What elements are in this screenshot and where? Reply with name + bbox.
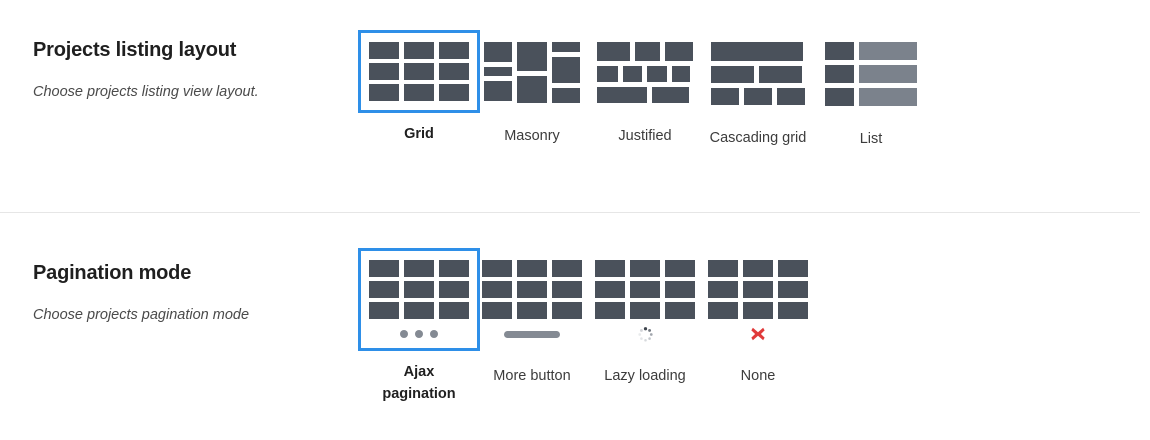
cascading-grid-layout-icon xyxy=(700,30,816,117)
layout-option-list[interactable]: List xyxy=(815,30,927,150)
layout-option-cascading-grid-label: Cascading grid xyxy=(709,130,807,146)
projects-listing-layout-options: Grid xyxy=(320,0,928,150)
pagination-option-lazy-loading-thumb xyxy=(589,248,701,355)
lazy-loading-indicator xyxy=(595,325,695,343)
pagination-option-none-thumb xyxy=(702,248,814,355)
pagination-option-more-button-label: More button xyxy=(493,368,571,384)
more-button-icon xyxy=(471,248,593,355)
pagination-option-lazy-loading[interactable]: Lazy loading xyxy=(589,248,701,387)
masonry-layout-icon xyxy=(473,30,591,115)
projects-listing-layout-subtitle: Choose projects listing view layout. xyxy=(33,84,259,100)
layout-option-cascading-grid[interactable]: Cascading grid xyxy=(702,30,814,149)
layout-option-grid[interactable]: Grid xyxy=(358,30,480,145)
pagination-mode-title: Pagination mode xyxy=(33,262,192,284)
three-dots-icon xyxy=(400,330,438,338)
red-cross-icon xyxy=(751,327,765,341)
projects-listing-layout-title: Projects listing layout xyxy=(33,39,237,61)
pagination-option-lazy-loading-label: Lazy loading xyxy=(604,368,686,384)
none-pagination-indicator xyxy=(708,325,808,343)
layout-option-justified-thumb xyxy=(589,30,701,115)
layout-option-grid-label: Grid xyxy=(404,126,434,142)
pagination-option-ajax[interactable]: Ajax pagination xyxy=(358,248,480,405)
justified-layout-icon xyxy=(586,30,704,115)
pagination-mode-subtitle: Choose projects pagination mode xyxy=(33,307,250,323)
pagination-option-ajax-label: Ajax pagination xyxy=(382,364,456,402)
grid-layout-icon xyxy=(358,30,480,113)
list-layout-icon xyxy=(814,30,928,118)
layout-option-justified[interactable]: Justified xyxy=(589,30,701,147)
pagination-option-ajax-thumb xyxy=(358,248,480,351)
pagination-mode-options: Ajax pagination Mo xyxy=(320,0,815,405)
projects-listing-layout-section: Projects listing layout Choose projects … xyxy=(0,0,1150,212)
more-button-indicator xyxy=(482,325,582,343)
pagination-option-none[interactable]: None xyxy=(702,248,814,387)
lazy-loading-icon xyxy=(584,248,706,355)
ajax-pagination-icon xyxy=(358,248,480,351)
layout-option-list-label: List xyxy=(859,131,883,147)
layout-option-masonry-thumb xyxy=(476,30,588,115)
ajax-pagination-indicator xyxy=(369,325,469,343)
layout-option-cascading-grid-thumb xyxy=(702,30,814,117)
pagination-option-more-button-thumb xyxy=(476,248,588,355)
pill-bar-icon xyxy=(504,330,560,338)
layout-option-justified-label: Justified xyxy=(618,128,672,144)
pagination-option-more-button[interactable]: More button xyxy=(476,248,588,387)
projects-listing-layout-description-column: Projects listing layout Choose projects … xyxy=(0,0,320,102)
layout-option-grid-thumb xyxy=(358,30,480,113)
layout-option-masonry[interactable]: Masonry xyxy=(476,30,588,147)
pagination-mode-description-column: Pagination mode Choose projects paginati… xyxy=(0,0,320,325)
layout-option-masonry-label: Masonry xyxy=(504,128,560,144)
pagination-option-none-label: None xyxy=(740,368,776,384)
spinner-icon xyxy=(637,326,653,342)
layout-option-list-thumb xyxy=(815,30,927,118)
section-divider xyxy=(0,212,1140,213)
none-pagination-icon xyxy=(697,248,819,355)
